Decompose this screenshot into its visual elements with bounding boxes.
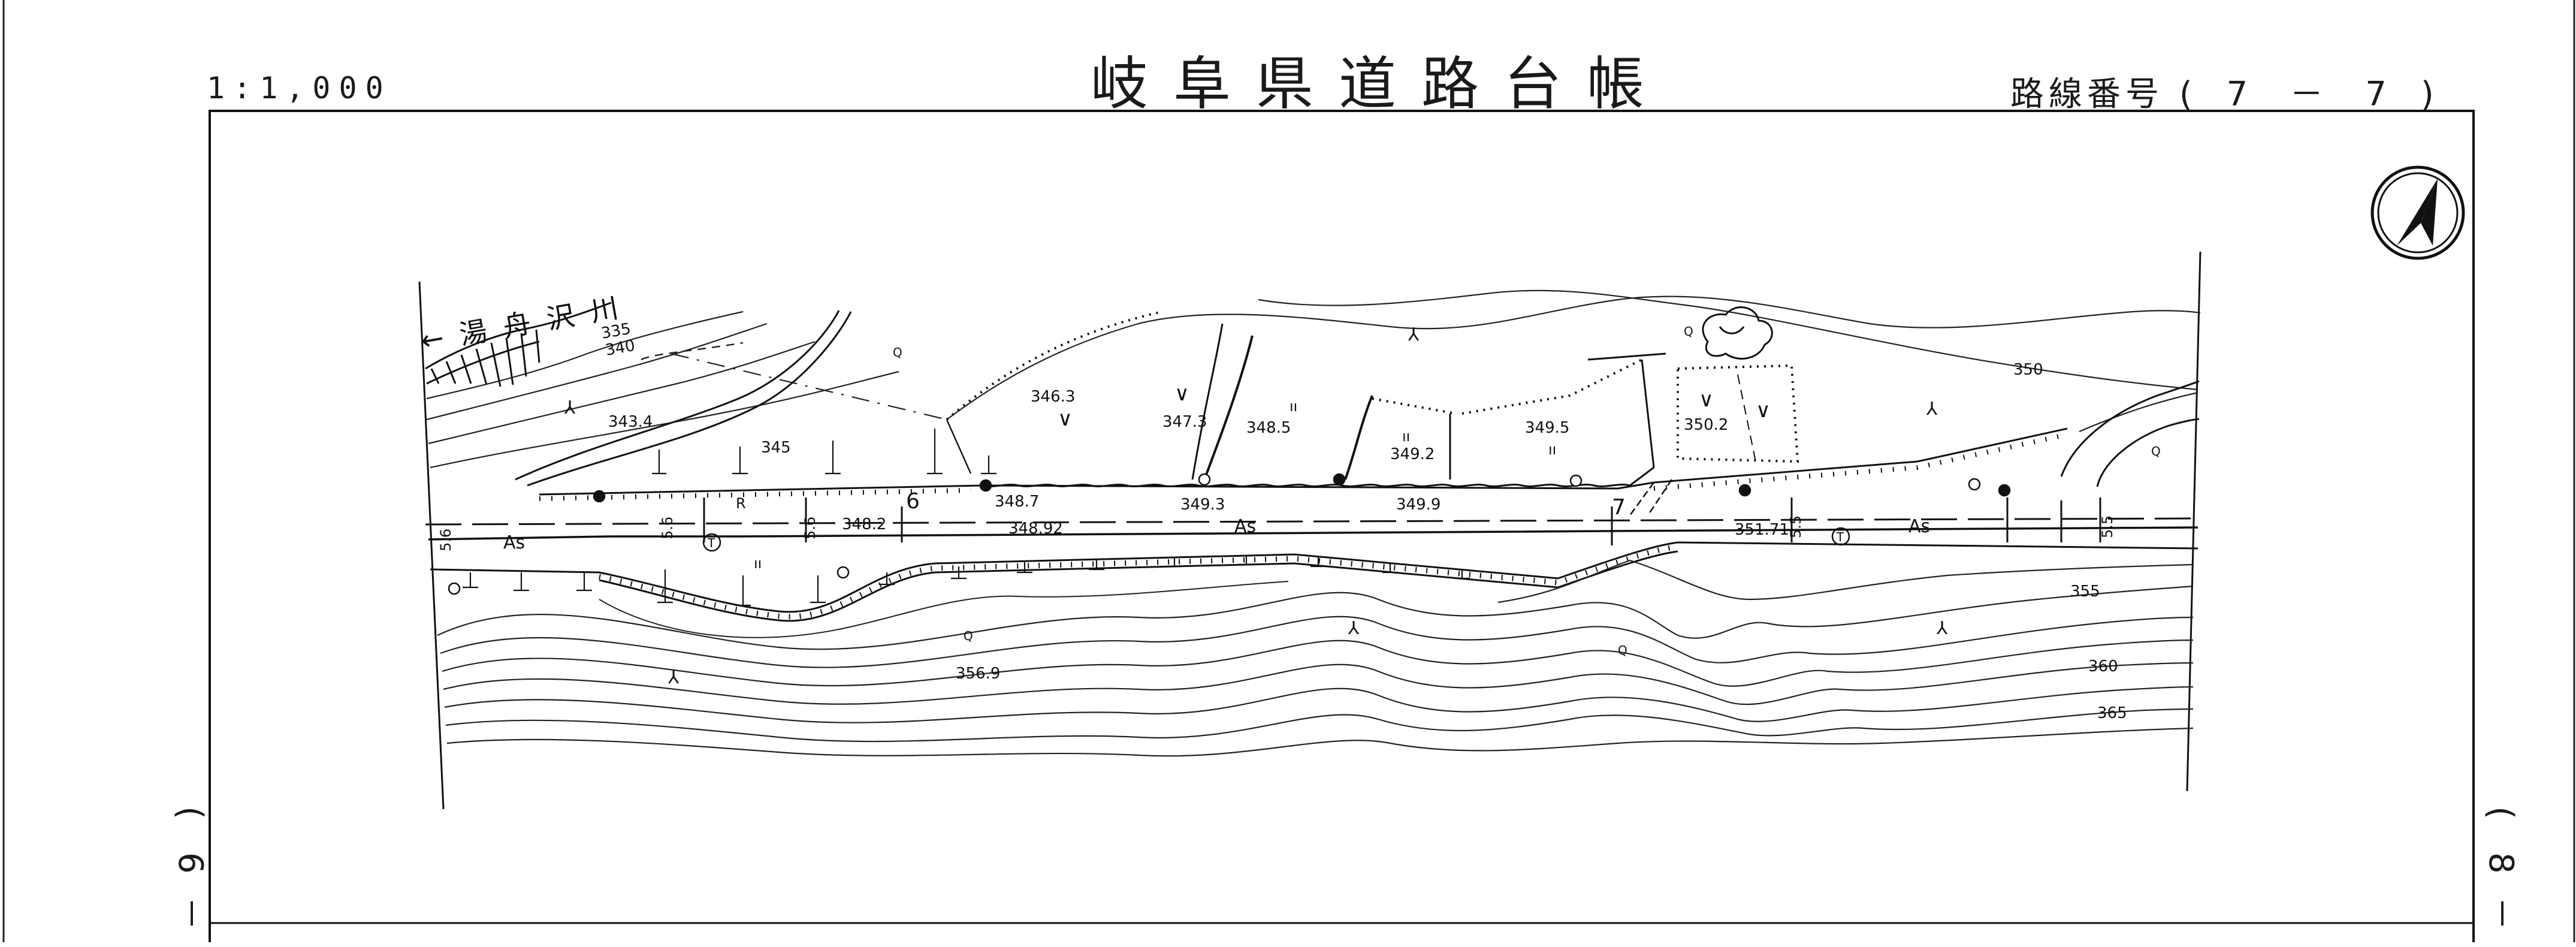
- spot-height-351-71: 351.71: [1735, 521, 1789, 539]
- road-north-edge: [539, 481, 1654, 496]
- road-width-label-2: 5.6: [659, 517, 676, 539]
- tree-symbol-icon: Q: [1618, 643, 1627, 658]
- road-south-edge: [430, 541, 2198, 622]
- spot-height-349-9: 349.9: [1396, 496, 1440, 514]
- svg-text:T: T: [1836, 530, 1844, 544]
- wasteland-symbol-icon: ⅄: [564, 397, 576, 418]
- tree-symbol-icon: Q: [964, 629, 973, 643]
- contour-label-345: 345: [761, 439, 791, 457]
- telephone-icon: T: [1831, 527, 1850, 546]
- pavement-label-east: As: [1908, 516, 1930, 537]
- stone-wall-north: [982, 484, 1630, 487]
- spot-height-347-3: 347.3: [1162, 413, 1207, 431]
- guardrail-north-west: [539, 488, 971, 501]
- contour-345-dashed: [641, 342, 744, 361]
- sheet-title: 岐阜県道路台帳: [1091, 50, 1669, 117]
- field-parcels: [946, 310, 1799, 487]
- route-number-start: 7: [2226, 75, 2253, 114]
- contour-label-355: 355: [2070, 583, 2100, 601]
- contour-label-350: 350: [2013, 361, 2043, 379]
- route-number-dash: －: [2290, 75, 2329, 114]
- route-number-open: (: [2179, 75, 2197, 114]
- tree-cluster-icon: [1702, 306, 1773, 360]
- wasteland-symbol-icon: ⅄: [668, 667, 680, 688]
- spot-height-349-5: 349.5: [1525, 419, 1569, 437]
- spot-height-348-7: 348.7: [995, 493, 1039, 511]
- contour-label-360: 360: [2088, 658, 2118, 675]
- road-width-label-1: 5.6: [437, 529, 454, 551]
- pavement-label-west: As: [503, 532, 525, 553]
- north-arrow-icon: [2370, 165, 2465, 260]
- svg-text:T: T: [707, 536, 715, 550]
- route-number: 路線番号 ( 7 － 7 ): [2010, 67, 2439, 116]
- side-road: [515, 310, 852, 487]
- wasteland-symbol-icon: ⅄: [1348, 618, 1360, 639]
- spot-height-343-4: 343.4: [608, 413, 653, 431]
- culvert-north: [1629, 479, 1673, 516]
- field-symbol-icon: ∨: [1174, 382, 1189, 406]
- field-symbol-icon: ∨: [1058, 407, 1073, 431]
- tree-symbol-icon: Q: [893, 345, 902, 360]
- road-north-edge-east: [1653, 427, 2068, 484]
- upper-contours: [426, 289, 2201, 469]
- route-number-label: 路線番号: [2010, 75, 2164, 114]
- wasteland-symbol-icon: ⅄: [1926, 399, 1938, 420]
- ditto-mark-4: ıı: [754, 555, 762, 572]
- river-bank-hatch: [425, 301, 612, 387]
- survey-limit-right: [2186, 251, 2201, 792]
- lower-contours: [437, 559, 2194, 757]
- ditto-mark-2: ıı: [1402, 428, 1410, 445]
- ditto-mark-3: ıı: [1548, 441, 1556, 458]
- field-symbol-icon: ∨: [1699, 388, 1714, 412]
- field-symbol-icon: ∨: [1756, 399, 1771, 423]
- station-7-label: 7: [1612, 495, 1626, 520]
- road-width-label-5: 5.5: [2099, 515, 2116, 538]
- wasteland-symbol-icon: ⅄: [1408, 324, 1420, 345]
- route-number-close: ): [2420, 75, 2439, 114]
- road-centerline: [425, 517, 2198, 526]
- guardrail-north-east: [1653, 432, 2068, 491]
- r-symbol: R: [736, 495, 746, 512]
- spot-height-349-2: 349.2: [1390, 445, 1435, 463]
- boundary-line: [671, 352, 947, 421]
- spot-height-348-92: 348.92: [1008, 520, 1063, 538]
- spot-height-346-3: 346.3: [1031, 388, 1075, 406]
- map-scale: 1:1,000: [207, 71, 392, 105]
- wasteland-symbol-icon: ⅄: [1937, 618, 1948, 639]
- river-arrow: ←: [418, 321, 446, 357]
- junction-road: [2060, 380, 2200, 487]
- spot-height-349-3: 349.3: [1180, 496, 1225, 514]
- spot-height-348-5: 348.5: [1246, 419, 1291, 437]
- utility-pole-markers: [448, 473, 2011, 595]
- spot-height-356-9: 356.9: [956, 665, 1000, 683]
- road-width-label-4: 5.5: [1787, 515, 1804, 538]
- tree-symbol-icon: Q: [1684, 324, 1693, 339]
- pavement-label-center: As: [1234, 516, 1256, 537]
- road-width-label-3: 5.6: [802, 517, 819, 539]
- ditto-mark-1: ıı: [1289, 398, 1297, 415]
- slope-symbols-south: [463, 556, 1470, 607]
- spot-height-350-2: 350.2: [1684, 416, 1728, 434]
- tree-symbol-icon: Q: [2151, 444, 2161, 459]
- survey-limit-left: [418, 281, 445, 810]
- spot-height-348-2: 348.2: [842, 515, 886, 533]
- slope-symbols-north: [652, 429, 996, 475]
- route-number-end: 7: [2365, 75, 2391, 114]
- map-frame: [209, 110, 2475, 942]
- station-ticks: [703, 497, 2101, 545]
- station-6-label: 6: [906, 489, 920, 514]
- telephone-icon: T: [702, 533, 721, 552]
- road-center-dividing-line: [428, 526, 2198, 541]
- contour-label-365: 365: [2097, 704, 2127, 722]
